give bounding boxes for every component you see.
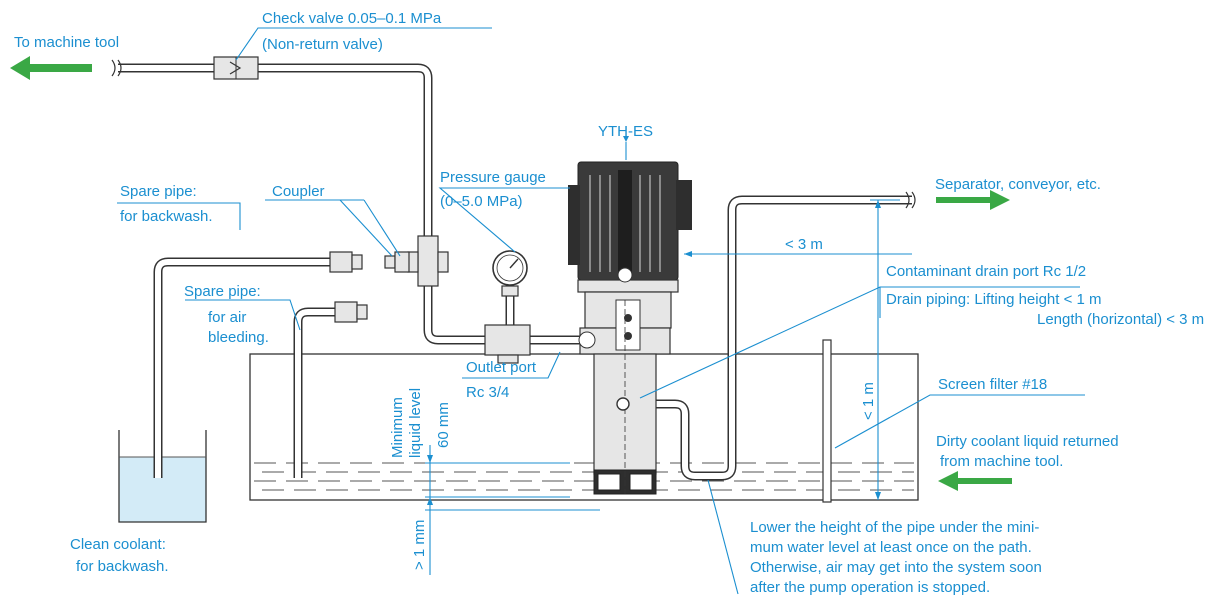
label-liquid-level: liquid level <box>407 388 424 458</box>
label-yth-es: YTH-ES <box>598 123 653 140</box>
label-non-return-valve: (Non-return valve) <box>262 36 383 53</box>
arrow-dirty-coolant <box>938 471 1012 491</box>
coupler-tee <box>384 251 410 273</box>
tee-fitting <box>407 235 449 287</box>
label-for-air: for air <box>208 309 246 326</box>
label-bleeding: bleeding. <box>208 329 269 346</box>
label-separator: Separator, conveyor, etc. <box>935 176 1101 193</box>
note-line-3: Otherwise, air may get into the system s… <box>750 559 1042 576</box>
label-coupler: Coupler <box>272 183 325 200</box>
label-lt-3m: < 3 m <box>785 236 823 253</box>
label-lt-1m: < 1 m <box>860 382 877 420</box>
label-pressure-gauge: Pressure gauge <box>440 169 546 186</box>
label-spare-pipe-air: Spare pipe: <box>184 283 261 300</box>
label-drain-length: Length (horizontal) < 3 m <box>1037 311 1204 328</box>
label-pressure-range: (0–5.0 MPa) <box>440 193 523 210</box>
label-check-valve: Check valve 0.05–0.1 MPa <box>262 10 442 27</box>
liquid-surface <box>254 462 914 491</box>
note-line-4: after the pump operation is stopped. <box>750 579 990 596</box>
coupler-air <box>334 301 368 323</box>
note-line-2: mum water level at least once on the pat… <box>750 539 1032 556</box>
arrow-to-machine-tool <box>10 56 92 80</box>
label-dirty-coolant-1: Dirty coolant liquid returned <box>936 433 1119 450</box>
label-for-backwash: for backwash. <box>120 208 213 225</box>
check-valve <box>213 56 259 80</box>
label-screen-filter: Screen filter #18 <box>938 376 1047 393</box>
labels: To machine tool Check valve 0.05–0.1 MPa… <box>14 10 1204 596</box>
label-gt-1mm: > 1 mm <box>411 520 428 570</box>
label-outlet-port: Outlet port <box>466 359 537 376</box>
label-contaminant-drain: Contaminant drain port Rc 1/2 <box>886 263 1086 280</box>
label-outlet-rc: Rc 3/4 <box>466 384 509 401</box>
leader-lines <box>117 27 1085 595</box>
label-clean-coolant-1: Clean coolant: <box>70 536 166 553</box>
screen-filter-post <box>822 339 832 503</box>
note-line-1: Lower the height of the pipe under the m… <box>750 519 1039 536</box>
tank-outline <box>249 353 919 501</box>
label-drain-piping: Drain piping: Lifting height < 1 m <box>886 291 1102 308</box>
pressure-gauge <box>484 250 531 364</box>
label-spare-pipe-backwash: Spare pipe: <box>120 183 197 200</box>
label-minimum: Minimum <box>389 397 406 458</box>
flow-arrows <box>10 56 1012 491</box>
coolant-tank <box>249 353 919 501</box>
coupler-backwash <box>329 251 363 273</box>
pipes <box>111 59 916 481</box>
pump-yth-es <box>568 161 692 495</box>
label-60mm: 60 mm <box>435 402 452 448</box>
label-clean-coolant-2: for backwash. <box>76 558 169 575</box>
dimensions <box>425 199 912 575</box>
label-dirty-coolant-2: from machine tool. <box>940 453 1063 470</box>
label-to-machine-tool: To machine tool <box>14 34 119 51</box>
arrow-to-separator <box>936 190 1010 210</box>
